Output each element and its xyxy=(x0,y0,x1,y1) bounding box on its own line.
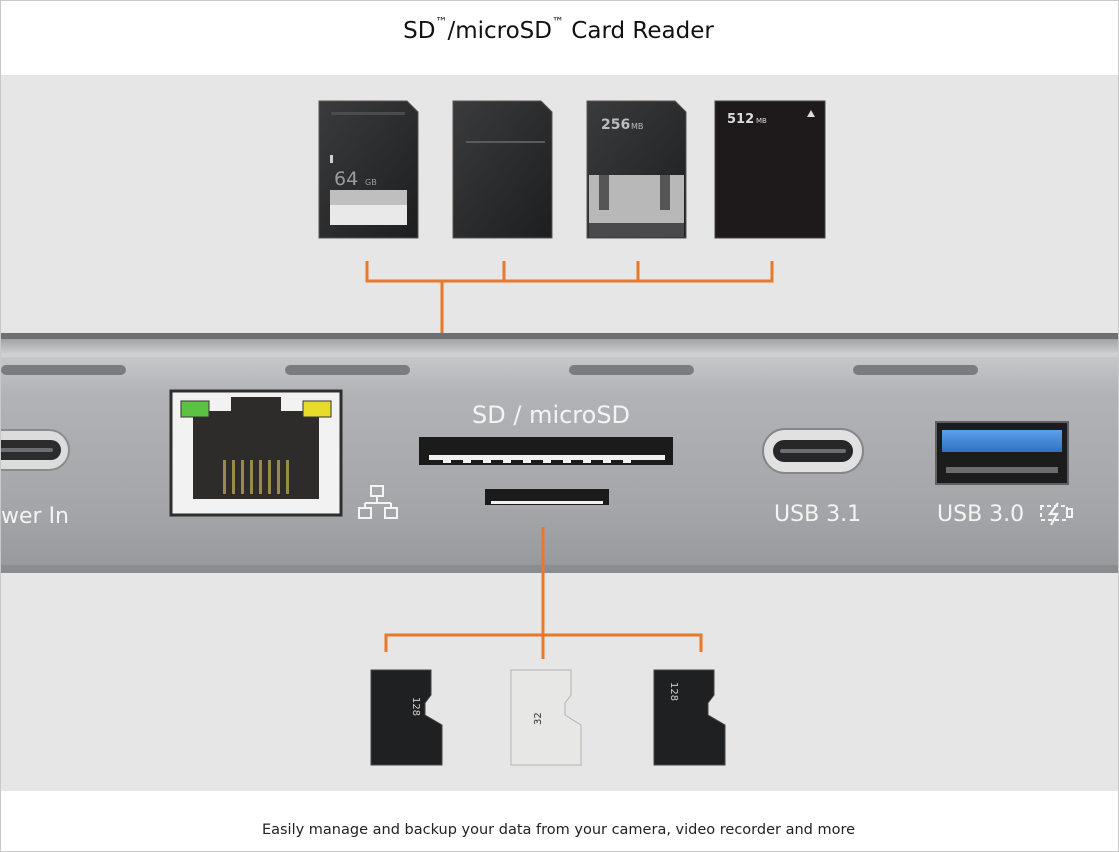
product-illustration: 64 GB 256 MB 512 MB xyxy=(1,100,1118,766)
card-unit: MB xyxy=(631,122,643,131)
usb-a-port xyxy=(935,421,1069,485)
card-label: 128 xyxy=(410,697,421,716)
sd-card-512: 512 MB xyxy=(714,100,826,239)
card-label: 128 xyxy=(668,682,679,701)
usb-3-1-label: USB 3.1 xyxy=(774,502,861,527)
sd-adapter-card: 256 MB xyxy=(586,100,687,239)
led-yellow xyxy=(302,400,332,418)
title-part-sd: SD xyxy=(403,18,436,44)
sd-card-64: 64 GB xyxy=(318,100,419,239)
product-photo: 64 GB 256 MB 512 MB xyxy=(1,75,1118,791)
ethernet-port xyxy=(169,389,343,517)
usb-c-port xyxy=(762,428,864,474)
bottom-connector-lines xyxy=(384,527,703,659)
sd-card-slot xyxy=(419,437,673,465)
title-part-card-reader: Card Reader xyxy=(564,18,714,44)
network-icon xyxy=(358,485,398,519)
title-part-microsd: /microSD xyxy=(447,18,552,44)
sd-microsd-label: SD / microSD xyxy=(472,401,630,429)
microsd-card-black-2: 128 xyxy=(653,669,726,766)
power-in-label: wer In xyxy=(1,504,69,529)
card-label: 32 xyxy=(533,712,544,725)
charging-icon xyxy=(1040,502,1073,526)
microsd-card-white: 32 xyxy=(510,669,582,766)
card-label: 256 xyxy=(601,117,630,133)
trademark-sup: ™ xyxy=(552,15,564,30)
usb-3-0-label: USB 3.0 xyxy=(937,502,1024,527)
card-unit: MB xyxy=(756,117,767,125)
trademark-sup: ™ xyxy=(435,15,448,30)
led-green xyxy=(180,400,210,418)
card-unit: GB xyxy=(365,178,377,187)
power-usb-c-port xyxy=(1,429,70,471)
sd-card-blank xyxy=(452,100,553,239)
page-title: SD™/microSD™ Card Reader xyxy=(0,15,1117,44)
microsd-card-slot xyxy=(485,489,609,505)
card-label: 64 xyxy=(334,168,358,190)
microsd-card-black-1: 128 xyxy=(370,669,443,766)
card-label: 512 xyxy=(727,112,754,127)
caption: Easily manage and backup your data from … xyxy=(261,822,856,838)
